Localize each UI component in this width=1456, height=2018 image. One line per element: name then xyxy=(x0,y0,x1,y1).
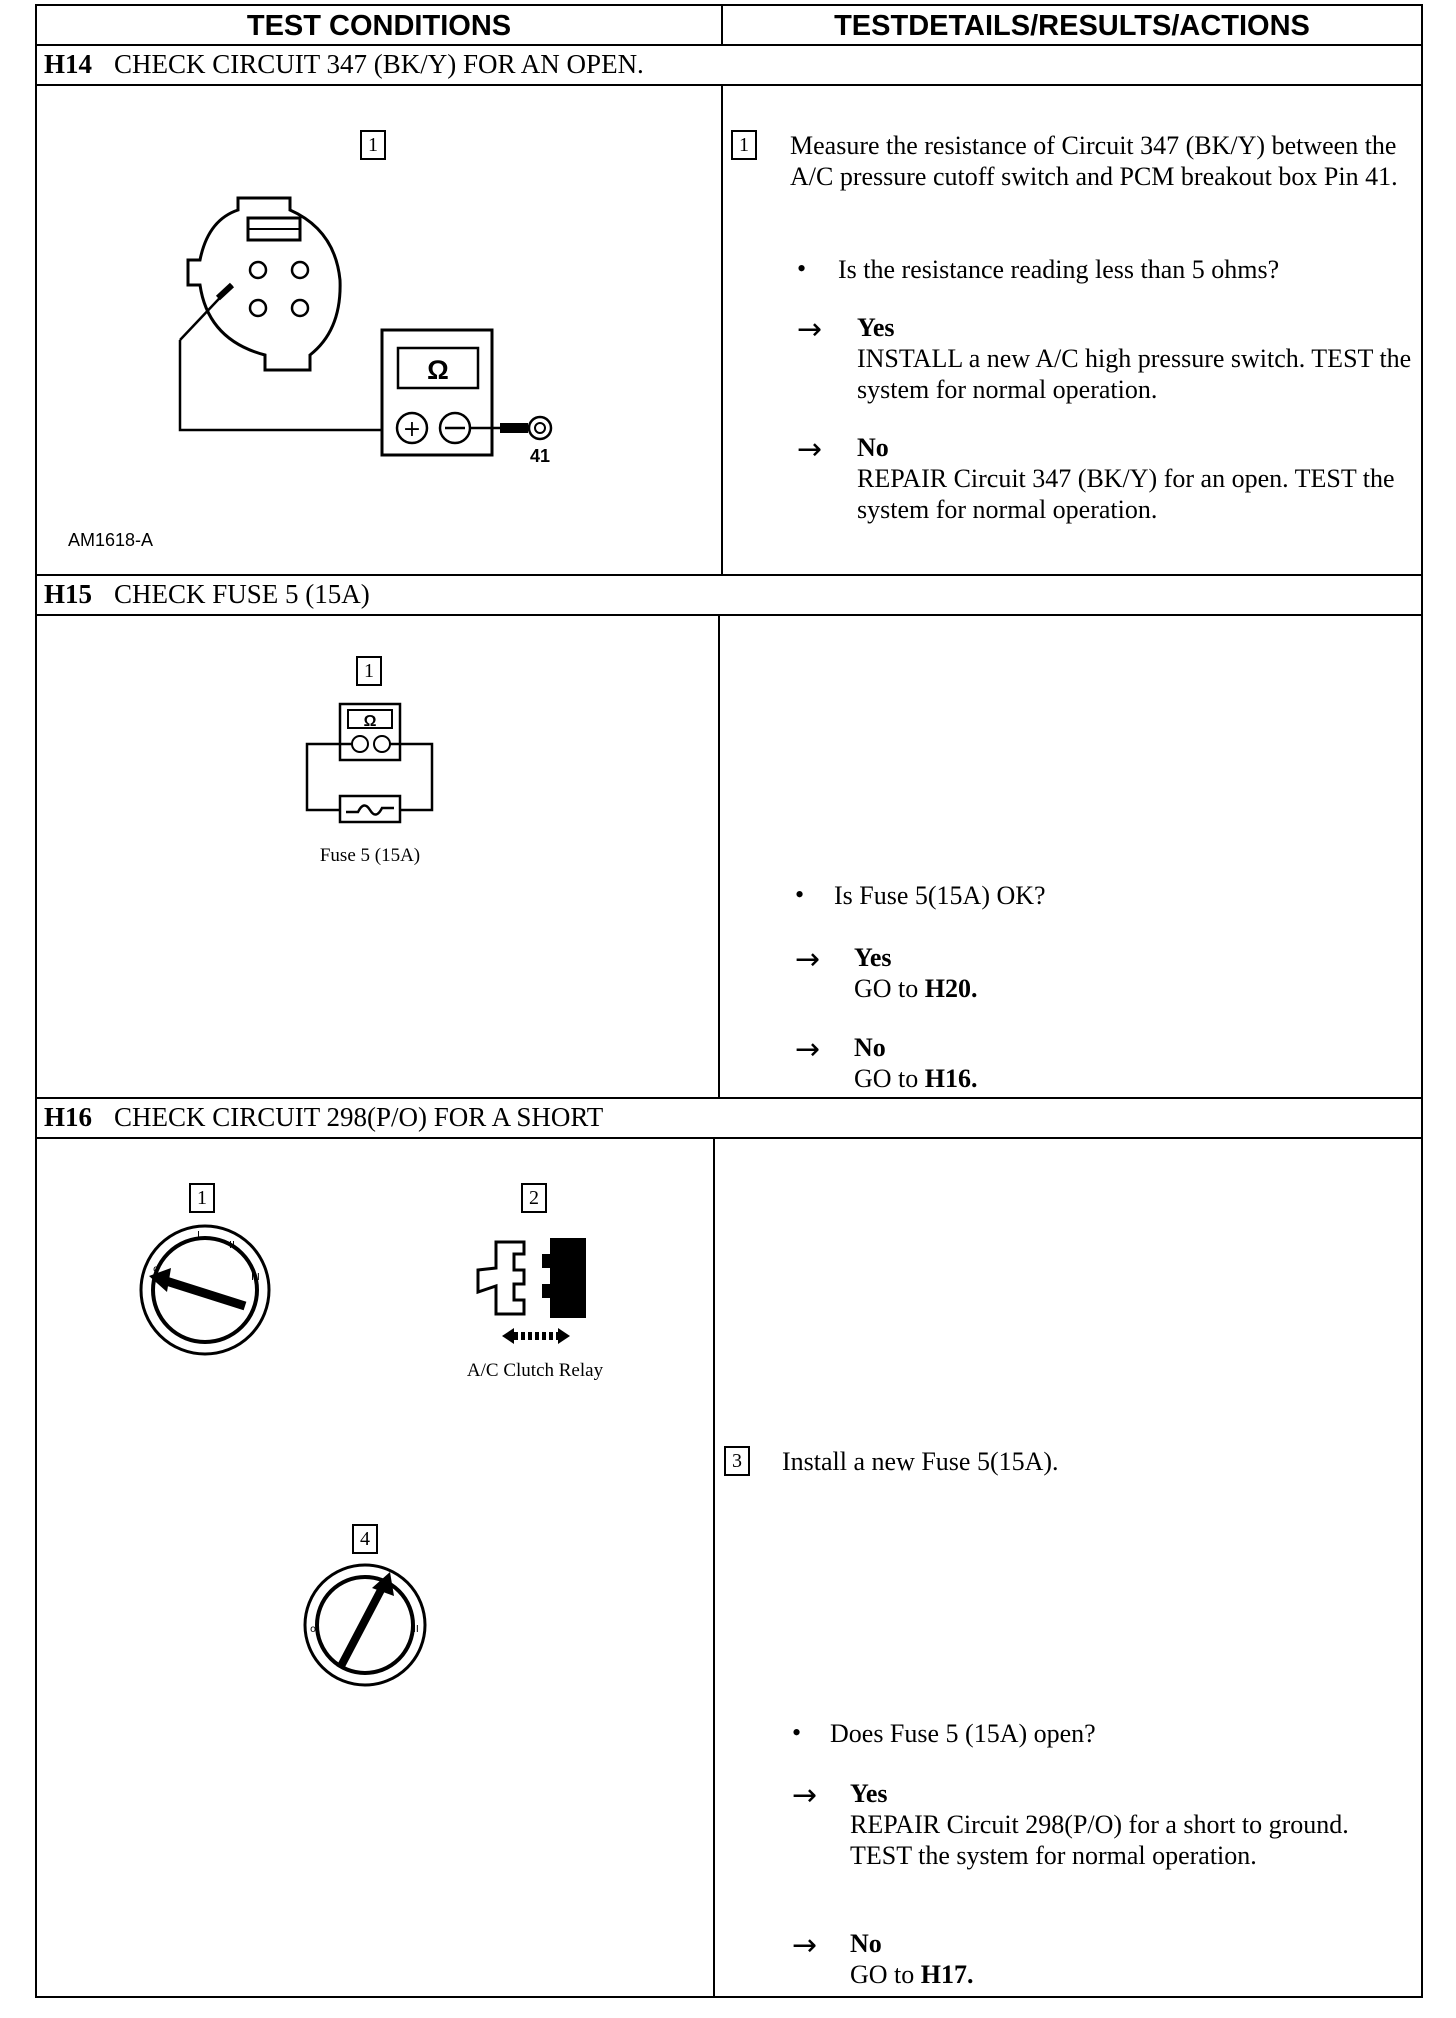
header-test-details: TESTDETAILS/RESULTS/ACTIONS xyxy=(834,10,1310,42)
h16-fig1-step-box: 1 xyxy=(189,1183,215,1213)
h16-top-rule xyxy=(35,1097,1423,1099)
h16-heading: H16 CHECK CIRCUIT 298(P/O) FOR A SHORT xyxy=(44,1099,603,1135)
h14-yes-text: INSTALL a new A/C high pressure switch. … xyxy=(857,344,1412,404)
h16-yes-label: Yes xyxy=(850,1779,888,1808)
h15-yes-answer: Yes GO to H20. xyxy=(854,942,1394,1004)
h15-no-pre: GO to xyxy=(854,1064,925,1093)
h14-yes-label: Yes xyxy=(857,313,895,342)
h14-pin-label: 41 xyxy=(530,446,550,466)
h14-title: CHECK CIRCUIT 347 (BK/Y) FOR AN OPEN. xyxy=(114,49,644,79)
h16-no-arrow: → xyxy=(792,1928,818,1963)
h15-no-answer: No GO to H16. xyxy=(854,1032,1394,1094)
h16-no-answer: No GO to H17. xyxy=(850,1928,1350,1990)
h15-divider xyxy=(718,614,720,1097)
svg-text:III: III xyxy=(251,1272,260,1283)
h16-title-rule xyxy=(35,1137,1423,1139)
header-divider xyxy=(721,4,723,44)
h15-top-rule xyxy=(35,574,1423,576)
h15-title-rule xyxy=(35,614,1423,616)
h16-step3-text: Install a new Fuse 5(15A). xyxy=(782,1447,1059,1476)
h16-yes-arrow: → xyxy=(792,1778,818,1813)
h14-question-bullet: • xyxy=(797,254,807,283)
h15-fig-step-box: 1 xyxy=(356,656,382,686)
h15-fuse-meter-illustration: Ω xyxy=(305,702,434,824)
h16-yes-text: REPAIR Circuit 298(P/O) for a short to g… xyxy=(850,1810,1349,1870)
h15-heading: H15 CHECK FUSE 5 (15A) xyxy=(44,576,370,612)
svg-text:I: I xyxy=(197,1230,200,1241)
h14-title-rule xyxy=(35,84,1423,86)
h15-no-target: H16. xyxy=(924,1064,978,1093)
h14-no-answer: No REPAIR Circuit 347 (BK/Y) for an open… xyxy=(857,432,1417,525)
svg-text:II: II xyxy=(229,1240,235,1251)
svg-text:+: + xyxy=(403,417,421,442)
h14-instruction: Measure the resistance of Circuit 347 (B… xyxy=(790,131,1398,191)
h16-ignition-switch-run-icon: o III xyxy=(303,1563,427,1687)
h16-yes-answer: Yes REPAIR Circuit 298(P/O) for a short … xyxy=(850,1778,1350,1871)
h15-yes-pre: GO to xyxy=(854,974,925,1003)
h15-yes-target: H20. xyxy=(924,974,978,1003)
h14-code: H14 xyxy=(44,49,93,79)
page-frame xyxy=(35,4,1423,1998)
svg-text:III: III xyxy=(410,1624,419,1635)
h15-yes-label: Yes xyxy=(854,943,892,972)
h16-code: H16 xyxy=(44,1102,93,1132)
h16-ignition-switch-off-icon: o I II III xyxy=(139,1224,271,1356)
h15-no-arrow: → xyxy=(795,1032,821,1067)
h16-no-pre: GO to xyxy=(850,1960,921,1989)
h14-fig-step-box: 1 xyxy=(360,130,386,160)
h16-fig2-step-box: 2 xyxy=(521,1183,547,1213)
h16-fig2-caption: A/C Clutch Relay xyxy=(466,1360,604,1381)
h15-no-label: No xyxy=(854,1033,886,1062)
h15-code: H15 xyxy=(44,579,93,609)
h15-question-bullet: • xyxy=(795,880,805,909)
h16-fig4-step-box: 4 xyxy=(352,1524,378,1554)
header-test-conditions: TEST CONDITIONS xyxy=(246,10,512,42)
svg-text:o: o xyxy=(153,1264,159,1275)
h16-step3-box: 3 xyxy=(724,1446,750,1476)
header-rule xyxy=(35,44,1423,46)
h15-title: CHECK FUSE 5 (15A) xyxy=(114,579,370,609)
h14-no-text: REPAIR Circuit 347 (BK/Y) for an open. T… xyxy=(857,464,1395,524)
h15-fig-caption: Fuse 5 (15A) xyxy=(319,845,421,866)
svg-text:o: o xyxy=(310,1624,316,1635)
h14-heading: H14 CHECK CIRCUIT 347 (BK/Y) FOR AN OPEN. xyxy=(44,46,644,82)
h16-title: CHECK CIRCUIT 298(P/O) FOR A SHORT xyxy=(114,1102,604,1132)
h14-step-box: 1 xyxy=(731,130,757,160)
h16-no-target: H17. xyxy=(920,1960,974,1989)
h14-no-arrow: → xyxy=(797,432,823,467)
h15-yes-arrow: → xyxy=(795,942,821,977)
h14-ohm-symbol: Ω xyxy=(427,355,449,385)
h16-no-label: No xyxy=(850,1929,882,1958)
h16-divider xyxy=(713,1137,715,1998)
h14-no-label: No xyxy=(857,433,889,462)
h16-question: Does Fuse 5 (15A) open? xyxy=(830,1719,1096,1748)
h14-yes-arrow: → xyxy=(797,312,823,347)
h14-question: Is the resistance reading less than 5 oh… xyxy=(838,255,1280,284)
h14-divider xyxy=(721,84,723,574)
h14-yes-answer: Yes INSTALL a new A/C high pressure swit… xyxy=(857,312,1417,405)
h16-relay-illustration xyxy=(476,1238,586,1344)
h15-ohm-symbol: Ω xyxy=(364,713,377,730)
h16-question-bullet: • xyxy=(792,1718,802,1747)
h14-figure-id: AM1618-A xyxy=(68,530,154,550)
h15-question: Is Fuse 5(15A) OK? xyxy=(834,881,1046,910)
h14-connector-meter-illustration: Ω + 41 xyxy=(178,196,553,466)
